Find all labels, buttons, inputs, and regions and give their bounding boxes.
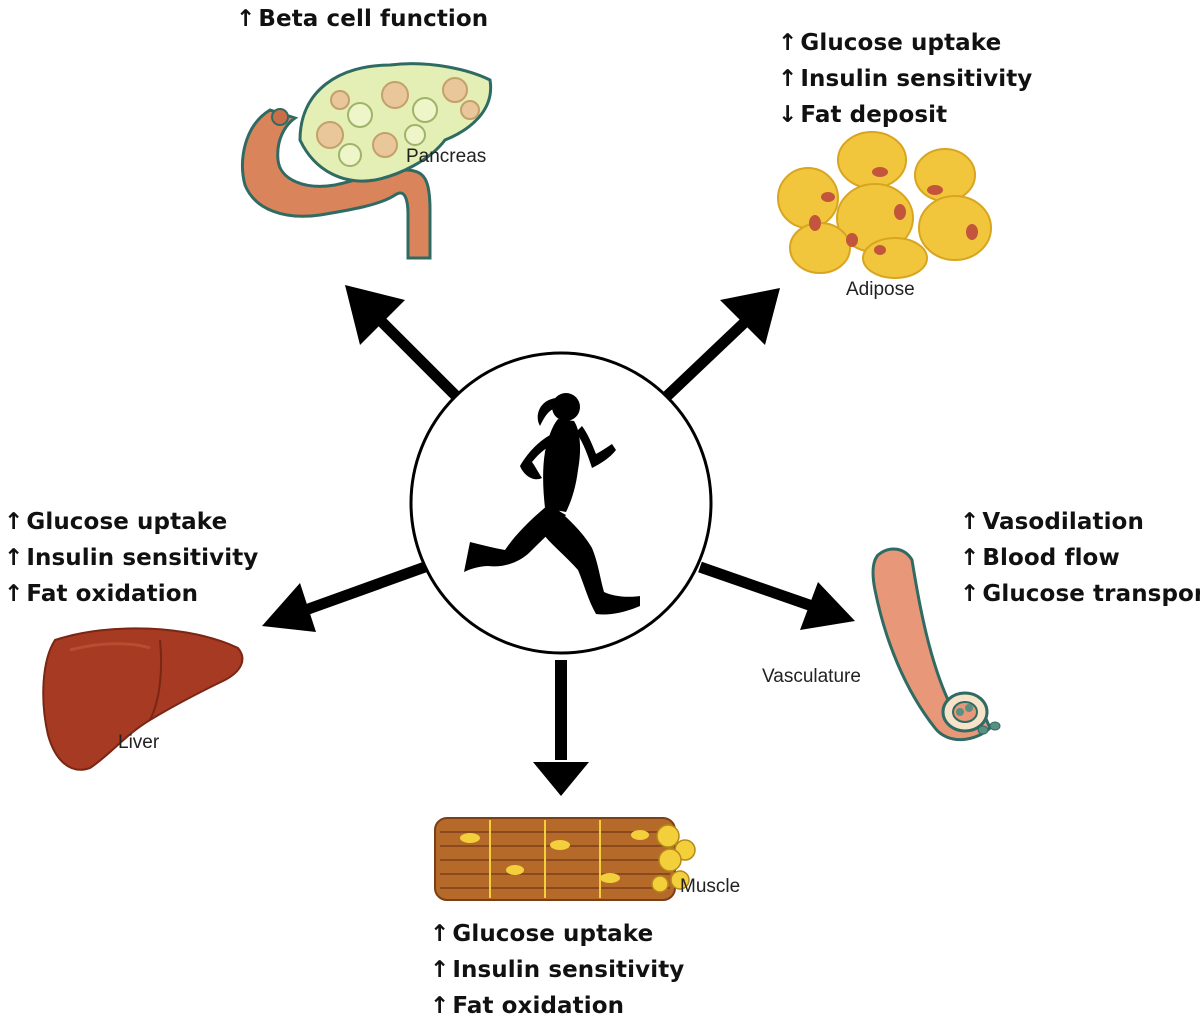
pancreas-illustration: [241, 62, 493, 260]
arrow-to-adipose: [661, 288, 780, 402]
muscle-effect-item: ↑Insulin sensitivity: [430, 957, 685, 983]
adipose-effects: ↑Glucose uptake ↑Insulin sensitivity ↓Fa…: [778, 25, 1032, 133]
up-arrow-icon: ↑: [4, 509, 24, 535]
up-arrow-icon: ↑: [430, 957, 450, 983]
vasculature-effects: ↑Vasodilation ↑Blood flow ↑Glucose trans…: [960, 504, 1200, 612]
liver-effect-item: ↑Fat oxidation: [4, 581, 199, 607]
liver-label: Liver: [118, 732, 160, 753]
up-arrow-icon: ↑: [430, 921, 450, 947]
adipose-illustration: [777, 131, 992, 279]
adipose-effect-item: ↑Insulin sensitivity: [778, 66, 1033, 92]
muscle-effect-item: ↑Glucose uptake: [430, 921, 654, 947]
vasculature-label: Vasculature: [762, 666, 861, 687]
up-arrow-icon: ↑: [430, 993, 450, 1019]
up-arrow-icon: ↑: [4, 581, 24, 607]
muscle-effects: ↑Glucose uptake ↑Insulin sensitivity ↑Fa…: [430, 916, 684, 1024]
vasculature-effect-item: ↑Blood flow: [960, 545, 1120, 571]
liver-effect-item: ↑Glucose uptake: [4, 509, 228, 535]
pancreas-effect-item: ↑Beta cell function: [236, 6, 489, 32]
muscle-effect-item: ↑Fat oxidation: [430, 993, 625, 1019]
vasculature-effect-item: ↑Glucose transport: [960, 581, 1200, 607]
up-arrow-icon: ↑: [778, 30, 798, 56]
vasculature-illustration: [871, 547, 1001, 742]
arrow-to-liver: [262, 561, 427, 632]
adipose-label: Adipose: [846, 279, 915, 300]
liver-effects: ↑Glucose uptake ↑Insulin sensitivity ↑Fa…: [4, 504, 258, 612]
up-arrow-icon: ↑: [778, 66, 798, 92]
arrow-to-muscle: [533, 660, 589, 796]
vasculature-effect-item: ↑Vasodilation: [960, 509, 1144, 535]
adipose-effect-item: ↑Glucose uptake: [778, 30, 1002, 56]
runner-icon: [464, 393, 640, 615]
muscle-illustration: [434, 817, 696, 901]
up-arrow-icon: ↑: [960, 509, 980, 535]
liver-illustration: [42, 627, 244, 771]
up-arrow-icon: ↑: [4, 545, 24, 571]
liver-effect-item: ↑Insulin sensitivity: [4, 545, 259, 571]
arrow-to-vasculature: [698, 561, 855, 630]
up-arrow-icon: ↑: [960, 581, 980, 607]
up-arrow-icon: ↑: [236, 6, 256, 32]
pancreas-label: Pancreas: [406, 146, 487, 167]
down-arrow-icon: ↓: [778, 102, 798, 128]
up-arrow-icon: ↑: [960, 545, 980, 571]
muscle-label: Muscle: [680, 876, 741, 897]
adipose-effect-item: ↓Fat deposit: [778, 102, 948, 128]
arrow-to-pancreas: [345, 285, 462, 402]
pancreas-effects: ↑Beta cell function: [236, 1, 488, 37]
